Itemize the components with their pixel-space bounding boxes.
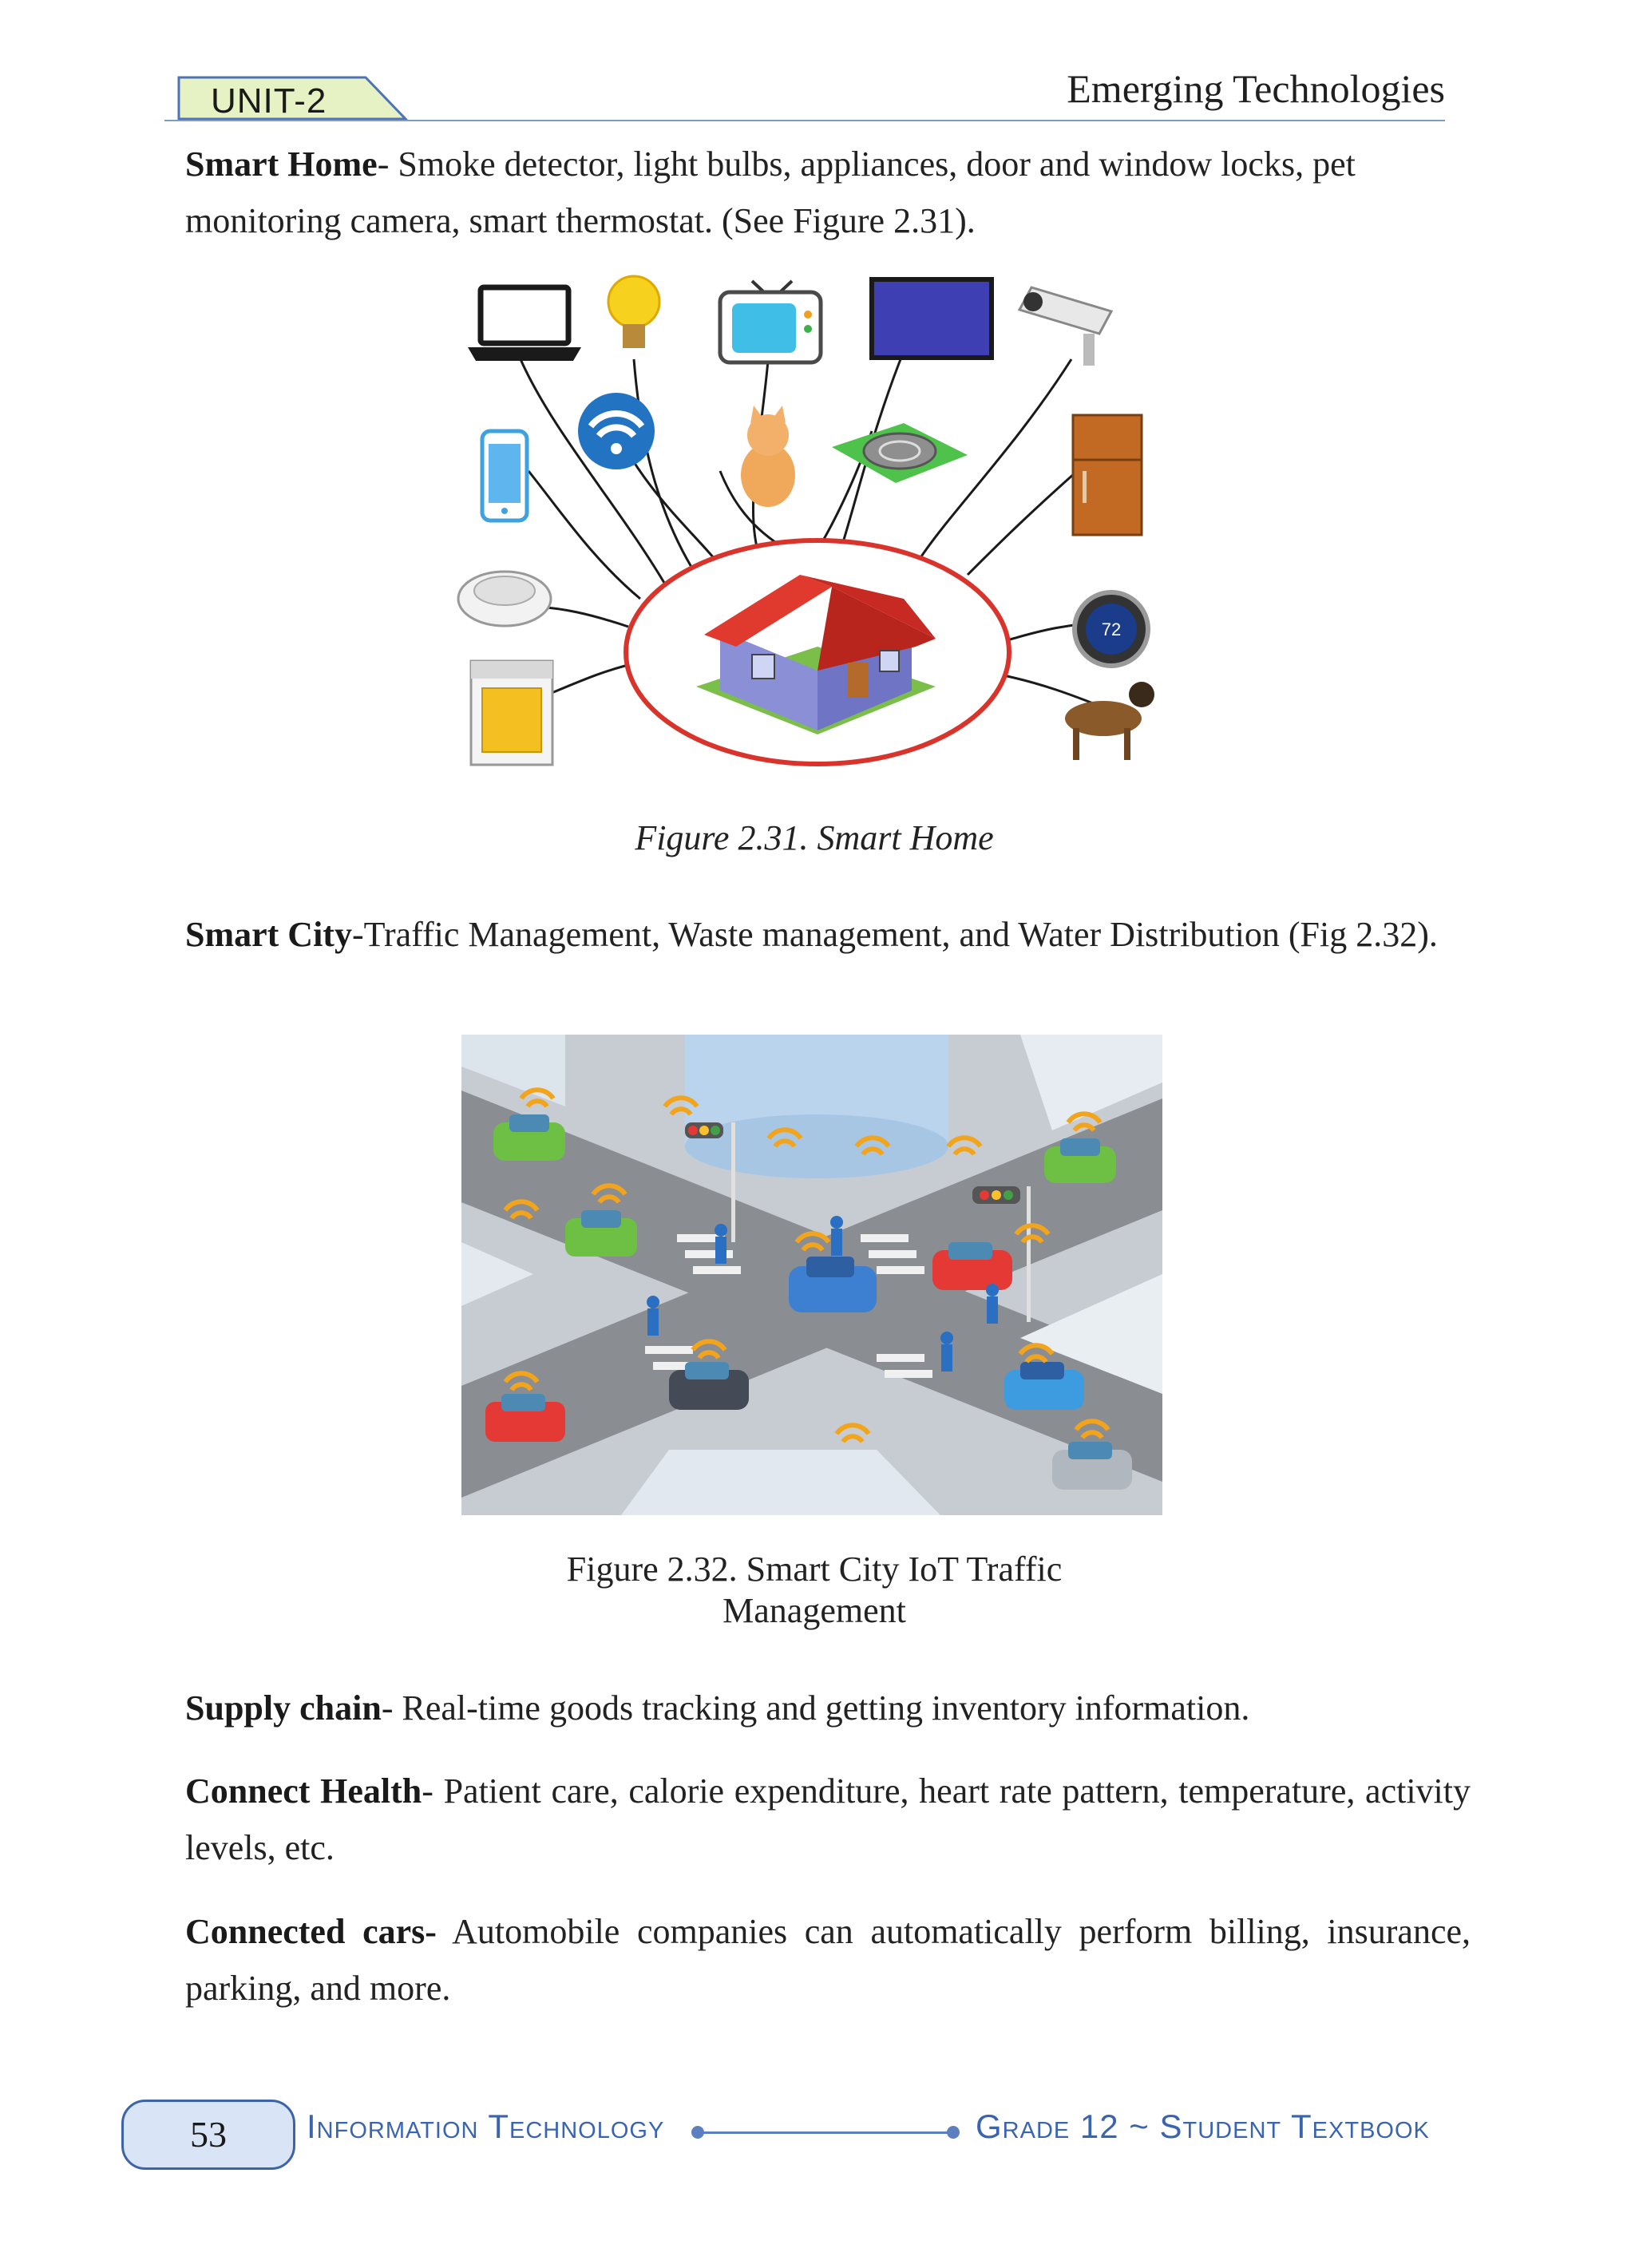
supply-chain-term: Supply chain — [185, 1688, 382, 1728]
pedestrian-icon — [647, 1216, 999, 1371]
unit-tab-shape — [177, 76, 409, 121]
car-icon — [1052, 1442, 1132, 1490]
unit-label: UNIT-2 — [211, 81, 327, 121]
smart-home-text: - Smoke detector, light bulbs, appliance… — [185, 144, 1356, 240]
refrigerator-icon — [1071, 414, 1143, 536]
smart-city-figure — [461, 1035, 1162, 1515]
connected-cars-term: Connected cars- — [185, 1912, 437, 1951]
wifi-icon — [578, 393, 655, 469]
footer-subject: Information Technology — [307, 2108, 665, 2145]
cat-icon — [741, 406, 795, 507]
television-icon — [718, 279, 823, 365]
light-bulb-icon — [607, 275, 661, 348]
page-number: 53 — [190, 2114, 227, 2155]
connect-health-text: - Patient care, calorie expenditure, hea… — [185, 1771, 1471, 1867]
supply-chain-text: - Real-time goods tracking and getting i… — [381, 1688, 1250, 1728]
figure-2-32-caption-line2: Management — [722, 1591, 906, 1630]
tablet-icon — [869, 277, 994, 360]
connect-health-paragraph: Connect Health- Patient care, calorie ex… — [185, 1763, 1471, 1876]
figure-2-31-caption: Figure 2.31. Smart Home — [635, 818, 994, 857]
smart-home-illustration: 72 — [457, 275, 1154, 766]
laptop-icon — [468, 284, 581, 361]
oven-icon — [469, 659, 554, 766]
dog-icon — [1065, 682, 1154, 760]
figure-2-32-caption-line1: Figure 2.32. Smart City IoT Traffic — [566, 1550, 1063, 1589]
car-icon — [1004, 1362, 1084, 1410]
footer-grade: Grade 12 ~ Student Textbook — [976, 2108, 1430, 2145]
smart-city-term: Smart City — [185, 915, 352, 954]
house-icon — [696, 575, 936, 734]
smart-city-text: -Traffic Management, Waste management, a… — [351, 915, 1438, 954]
footer-rule-end-dot — [947, 2126, 960, 2139]
supply-chain-paragraph: Supply chain- Real-time goods tracking a… — [185, 1680, 1471, 1736]
smoke-detector-icon — [457, 570, 552, 627]
traffic-light-icon — [685, 1122, 735, 1242]
car-icon — [932, 1242, 1012, 1290]
smart-city-illustration — [461, 1035, 1162, 1515]
hot-plate-icon — [832, 423, 968, 483]
traffic-light-icon — [972, 1186, 1031, 1322]
smart-home-figure: 72 — [457, 271, 1175, 790]
chapter-title: Emerging Technologies — [1067, 66, 1445, 111]
wifi-signal-icons — [503, 1087, 1110, 1443]
smartphone-icon — [480, 429, 529, 523]
connected-cars-text: Automobile companies can automatically p… — [185, 1912, 1471, 2008]
car-icon — [1044, 1138, 1116, 1183]
connect-health-term: Connect Health — [185, 1771, 422, 1811]
car-icon — [565, 1210, 637, 1257]
car-icon — [789, 1257, 877, 1312]
thermostat-reading: 72 — [1102, 619, 1121, 639]
smart-city-paragraph: Smart City-Traffic Management, Waste man… — [185, 906, 1471, 963]
header-divider — [164, 120, 1445, 121]
smart-home-paragraph: Smart Home- Smoke detector, light bulbs,… — [185, 136, 1471, 249]
figure-2-32-caption: Figure 2.32. Smart City IoT Traffic Mana… — [495, 1549, 1134, 1632]
car-icon — [485, 1394, 565, 1442]
car-icon — [493, 1114, 565, 1161]
page-number-badge: 53 — [121, 2100, 295, 2170]
security-camera-icon — [1017, 286, 1114, 366]
unit-tab: UNIT-2 — [177, 76, 409, 125]
footer-rule — [696, 2131, 952, 2134]
thermostat-icon: 72 — [1072, 590, 1150, 668]
car-icon — [669, 1362, 749, 1410]
connected-cars-paragraph: Connected cars- Automobile companies can… — [185, 1903, 1471, 2017]
smart-home-term: Smart Home — [185, 144, 378, 184]
